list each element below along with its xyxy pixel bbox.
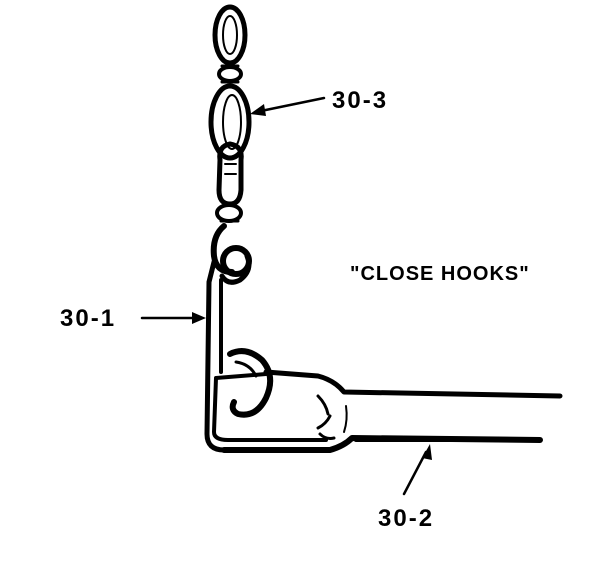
leader-30-1 [140,312,206,324]
label-30-3: 30-3 [332,87,388,114]
label-30-1: 30-1 [60,305,116,332]
label-30-2: 30-2 [378,505,434,532]
swivel-chain [208,4,252,223]
leader-30-2 [402,444,432,496]
lower-hook [227,348,274,418]
leader-30-3 [250,96,326,116]
top-hook-ring [210,223,252,285]
close-hooks-caption: "CLOSE HOOKS" [350,263,530,285]
vertical-hook-arm [204,259,227,453]
handle-bar [212,369,563,453]
